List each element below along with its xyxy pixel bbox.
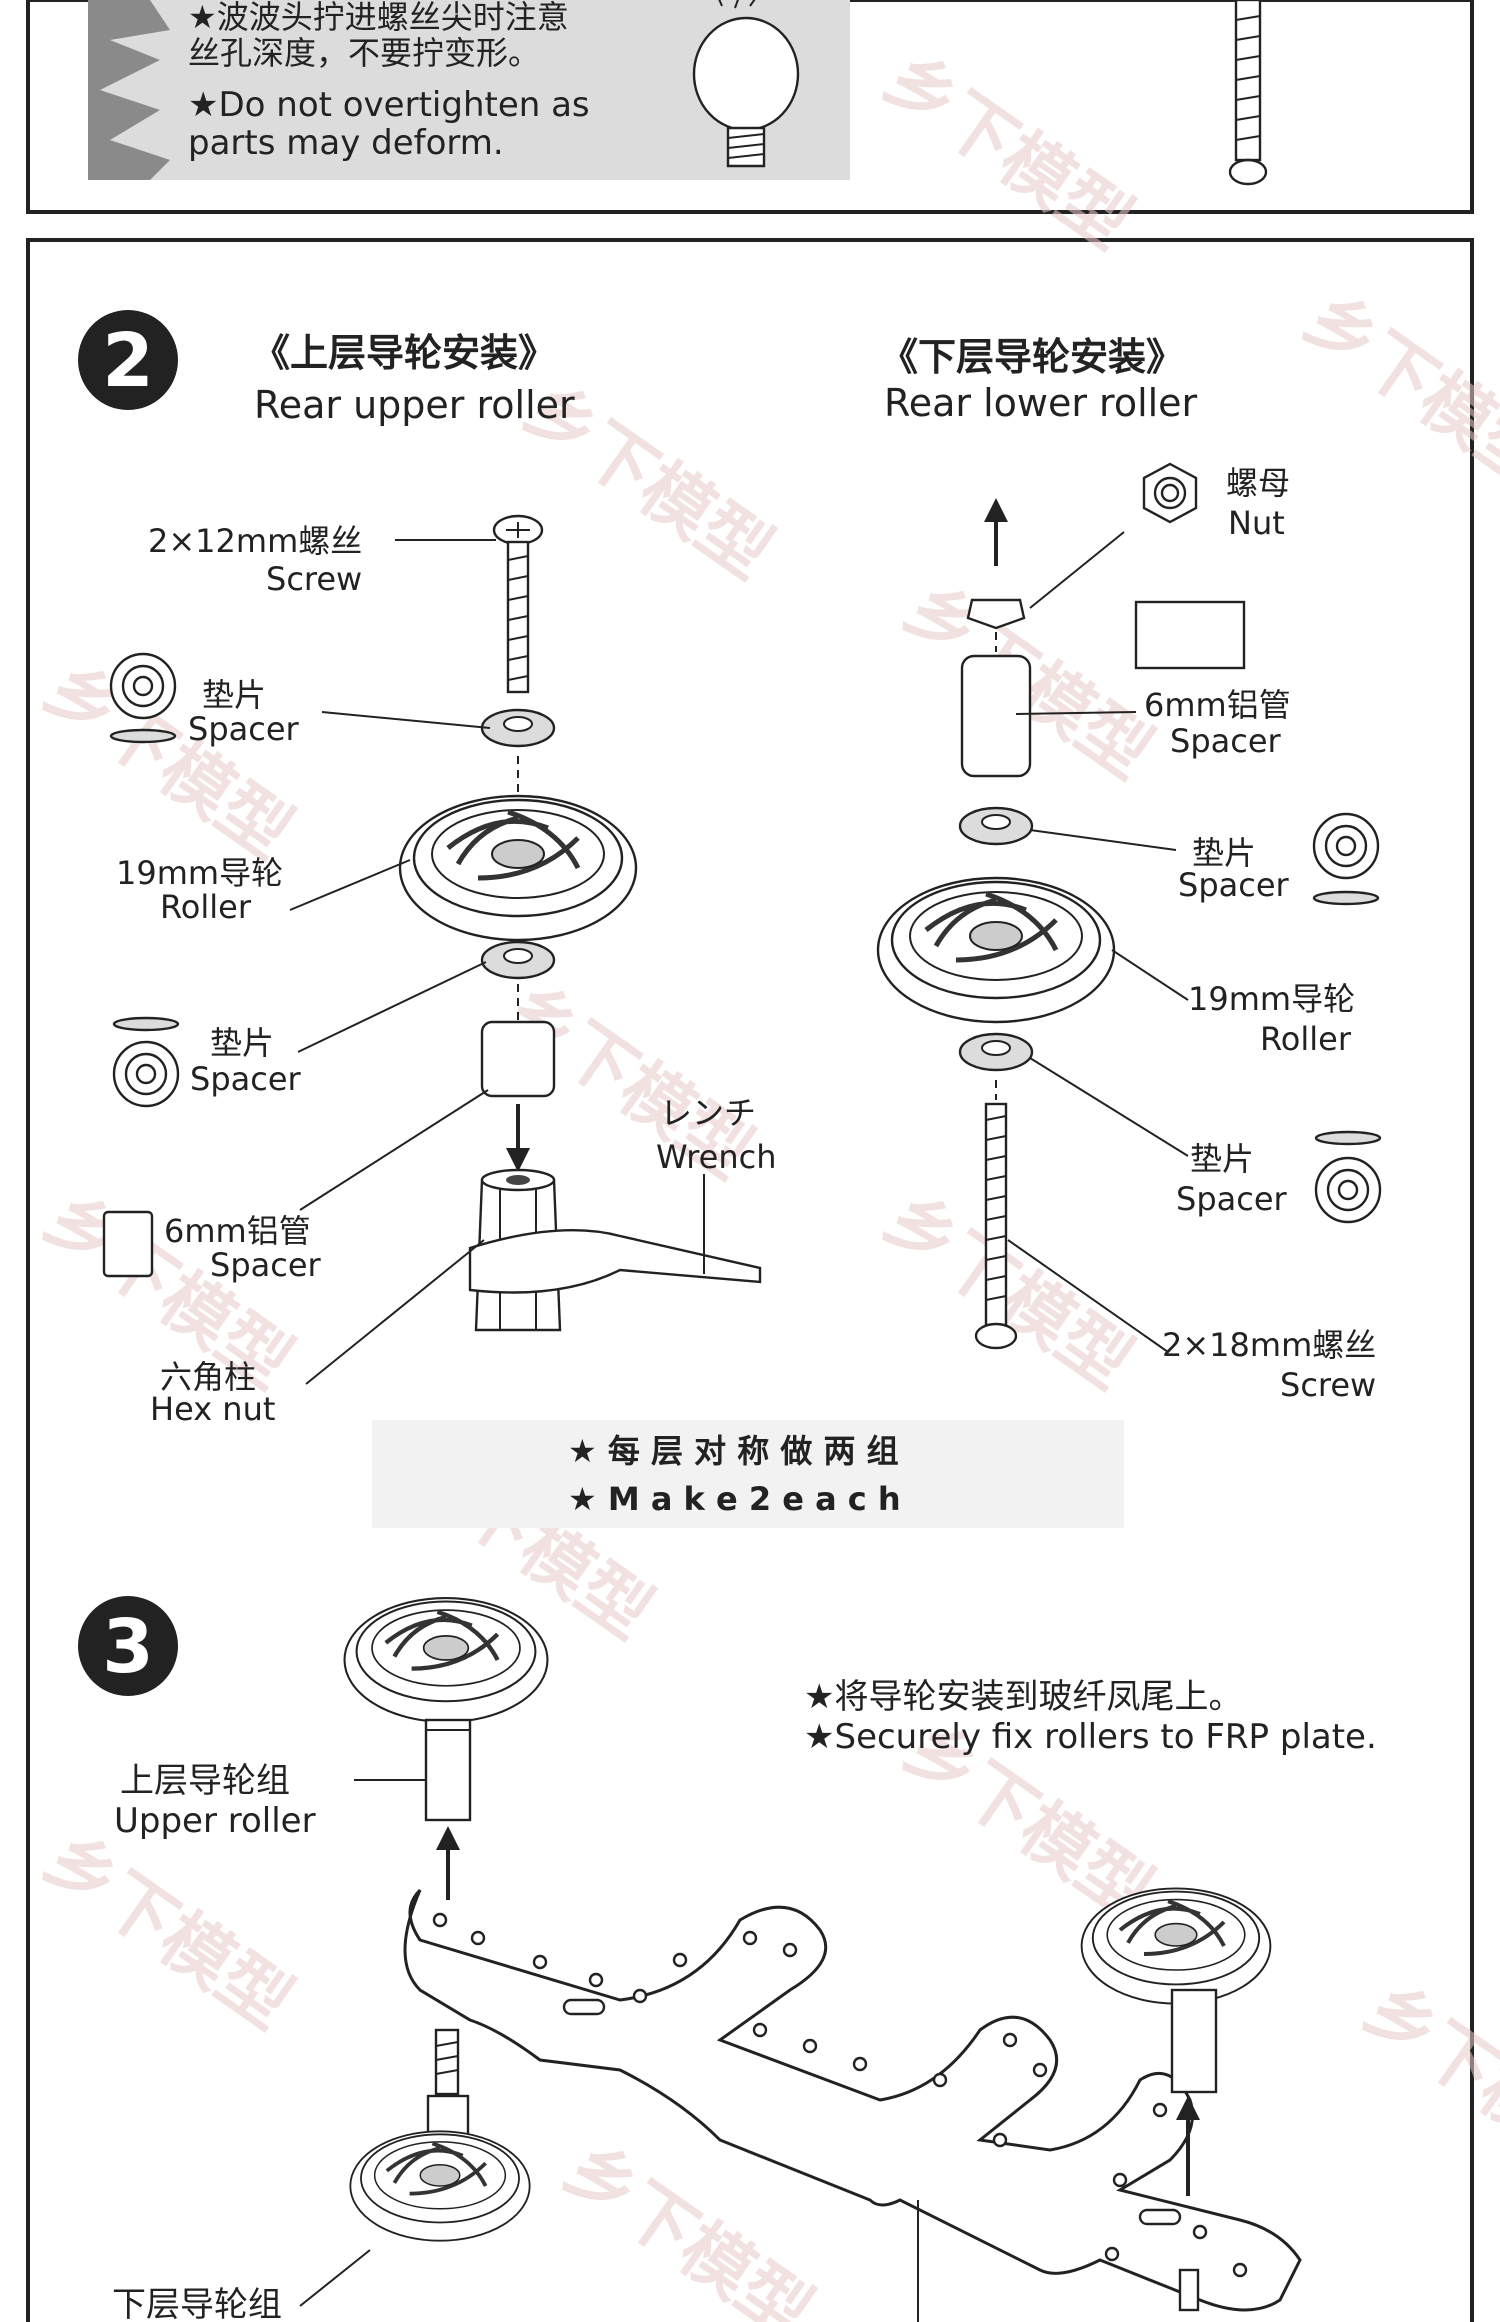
wrench-label-jp: レンチ [660, 1094, 756, 1132]
upper-roller-label-cn: 19mm导轮 [116, 854, 283, 892]
warning-text-cn-1: ★波波头拧进螺丝尖时注意 [188, 0, 569, 36]
lower-title-cn: 《下层导轮安装》 [880, 335, 1184, 379]
lower-alu-label-cn: 6mm铝管 [1144, 686, 1291, 724]
lower-title-en: Rear lower roller [884, 381, 1198, 425]
upper-spacer-1 [482, 710, 554, 746]
step2-number: 2 [102, 318, 154, 404]
warning-text-cn-2: 丝孔深度，不要拧变形。 [188, 34, 540, 72]
washer-icon [1314, 814, 1378, 878]
upper-roller-group-label-cn: 上层导轮组 [120, 1761, 290, 1801]
lower-screw-label-en: Screw [1280, 1366, 1376, 1404]
upper-roller-19mm [400, 796, 636, 940]
warning-text-en-2: parts may deform. [188, 123, 504, 163]
nut-icon [1144, 464, 1196, 522]
make-two-note-cn: ★ 每 层 对 称 做 两 组 [568, 1432, 899, 1470]
lower-alu-label-en: Spacer [1170, 722, 1282, 760]
upper-alu-spacer [482, 1022, 554, 1096]
lower-nut-label-en: Nut [1228, 504, 1285, 542]
upper-spacer2-label-cn: 垫片 [210, 1024, 274, 1062]
lower-alu-spacer [962, 656, 1030, 776]
washer-side-icon [1316, 1132, 1380, 1144]
step2-number-badge: 2 [78, 310, 178, 410]
washer-icon [114, 1042, 178, 1106]
upper-alu-label-cn: 6mm铝管 [164, 1212, 311, 1250]
upper-alu-label-en: Spacer [210, 1246, 322, 1284]
lower-spacer-1 [960, 808, 1032, 844]
wrench-label-en: Wrench [656, 1138, 777, 1176]
upper-title-en: Rear upper roller [254, 383, 575, 427]
alu-spacer-icon [1136, 602, 1244, 668]
upper-screw-label-cn: 2×12mm螺丝 [148, 522, 362, 560]
step3-note-en: ★Securely fix rollers to FRP plate. [804, 1717, 1377, 1757]
lower-spacer-2 [960, 1034, 1032, 1070]
lower-roller-group-label-cn: 下层导轮组 [112, 2285, 282, 2322]
lower-screw-label-cn: 2×18mm螺丝 [1162, 1326, 1376, 1364]
upper-spacer1-label-en: Spacer [188, 710, 300, 748]
lower-roller-label-en: Roller [1260, 1020, 1352, 1058]
upper-spacer2-label-en: Spacer [190, 1060, 302, 1098]
step3-note-cn: ★将导轮安装到玻纤凤尾上。 [804, 1677, 1242, 1717]
warning-text-en-1: ★Do not overtighten as [188, 85, 590, 125]
make-two-note-en: ★ M a k e 2 e a c h [568, 1480, 901, 1518]
upper-spacer1-label-cn: 垫片 [202, 676, 266, 714]
warning-panel: ★波波头拧进螺丝尖时注意 丝孔深度，不要拧变形。 ★Do not overtig… [28, 0, 1472, 212]
upper-spacer-2 [482, 942, 554, 978]
alu-spacer-icon [104, 1212, 152, 1276]
washer-side-icon [114, 1018, 178, 1030]
washer-side-icon [111, 730, 175, 742]
upper-title-cn: 《上层导轮安装》 [252, 331, 556, 375]
make-two-note: ★ 每 层 对 称 做 两 组 ★ M a k e 2 e a c h [372, 1420, 1124, 1528]
long-screw-icon [1230, 0, 1266, 184]
lower-spacer1-label-en: Spacer [1178, 866, 1290, 904]
lower-roller-19mm [878, 878, 1114, 1022]
washer-icon [1316, 1158, 1380, 1222]
upper-roller-label-en: Roller [160, 888, 252, 926]
lower-spacer2-label-cn: 垫片 [1190, 1140, 1254, 1178]
lower-roller-label-cn: 19mm导轮 [1188, 980, 1355, 1018]
step3-number-badge: 3 [78, 1596, 178, 1696]
lower-nut-label-cn: 螺母 [1226, 464, 1290, 502]
upper-screw-label-en: Screw [266, 560, 362, 598]
lower-spacer2-label-en: Spacer [1176, 1180, 1288, 1218]
upper-roller-group-label-en: Upper roller [114, 1801, 316, 1841]
washer-icon [111, 654, 175, 718]
upper-hex-label-en: Hex nut [150, 1390, 275, 1428]
step3-number: 3 [102, 1604, 154, 1690]
washer-side-icon [1314, 892, 1378, 904]
step2-panel: 乡下模型 乡下模型 乡下模型 乡下模型 乡下模型 乡下模型 乡下模型 乡下模型 … [28, 37, 1500, 2322]
